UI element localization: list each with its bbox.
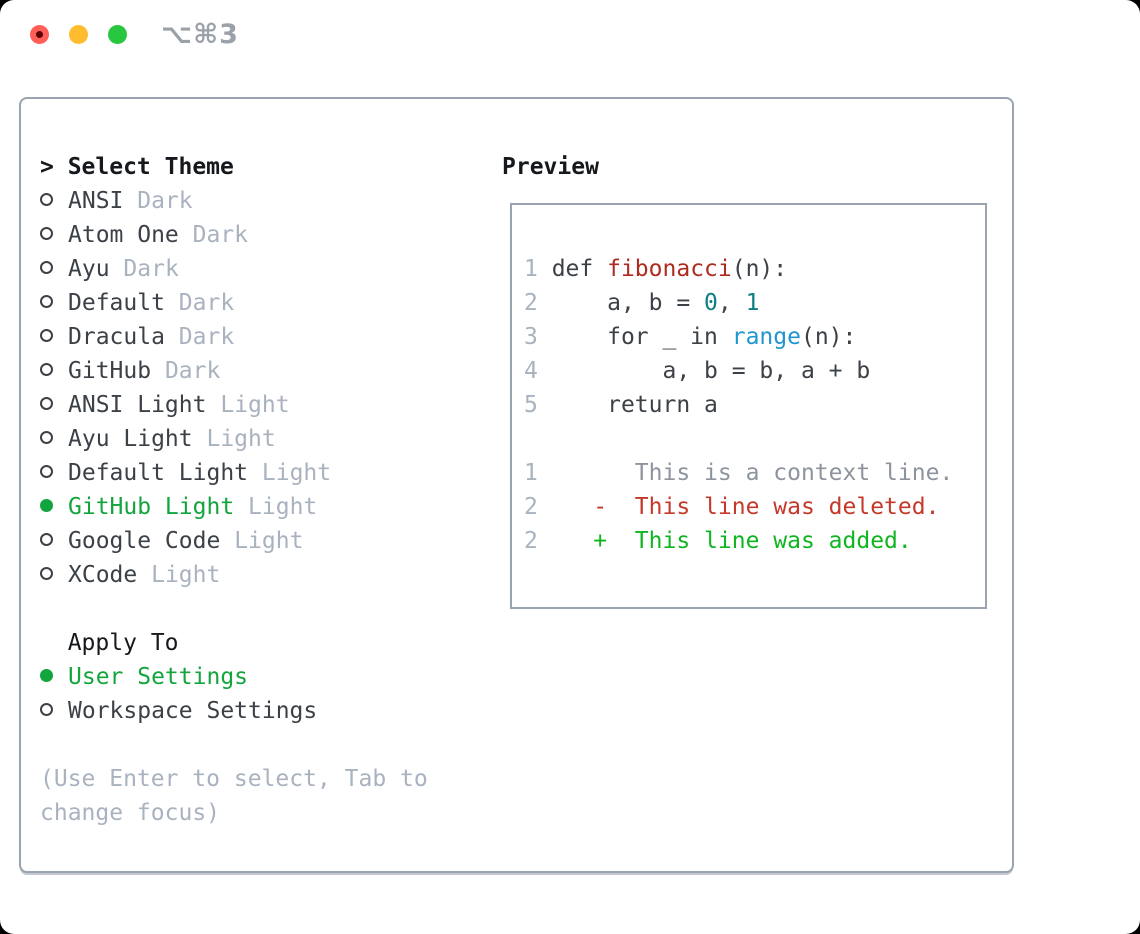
theme-name: GitHub <box>68 358 152 384</box>
radio-icon <box>40 363 53 376</box>
window-title: ⌥⌘3 <box>161 19 239 50</box>
theme-option[interactable]: Ayu Light Light <box>40 422 428 456</box>
apply-option-label: Workspace Settings <box>68 698 318 724</box>
theme-variant: Dark <box>178 290 235 316</box>
code-line: 2 a, b = 0, 1 <box>524 290 760 316</box>
apply-to-header: Apply To <box>40 630 179 656</box>
theme-option[interactable]: Ayu Dark <box>40 252 428 286</box>
theme-option[interactable]: Atom One Dark <box>40 218 428 252</box>
preview-box: 1 def fibonacci(n): 2 a, b = 0, 1 3 for _ … <box>510 203 987 609</box>
radio-icon <box>40 431 53 444</box>
code-line: 5 return a <box>524 392 718 418</box>
radio-icon <box>40 499 53 512</box>
theme-variant: Dark <box>123 256 179 282</box>
titlebar: ⌥⌘3 <box>0 0 1140 70</box>
code-line: 2 + This line was added. <box>524 528 912 554</box>
theme-variant: Light <box>248 494 318 520</box>
radio-icon <box>40 295 53 308</box>
radio-icon <box>40 533 53 546</box>
theme-option[interactable]: Dracula Dark <box>40 320 428 354</box>
theme-option[interactable]: GitHub Dark <box>40 354 428 388</box>
theme-variant: Light <box>151 562 221 588</box>
theme-name: ANSI Light <box>68 392 207 418</box>
radio-icon <box>40 193 53 206</box>
theme-name: Default <box>68 290 165 316</box>
theme-option[interactable]: ANSI Dark <box>40 184 428 218</box>
theme-option[interactable]: GitHub Light Light <box>40 490 428 524</box>
spacer-row <box>40 728 428 762</box>
theme-variant: Dark <box>164 358 221 384</box>
select-theme-header: > Select Theme <box>40 154 234 180</box>
theme-variant: Light <box>206 426 276 452</box>
code-line: 1 def fibonacci(n): <box>524 256 788 282</box>
theme-name: Dracula <box>68 324 165 350</box>
theme-name: GitHub Light <box>68 494 235 520</box>
theme-option[interactable]: Default Dark <box>40 286 428 320</box>
minimize-button[interactable] <box>69 25 88 44</box>
theme-variant: Light <box>234 528 304 554</box>
theme-option[interactable]: ANSI Light Light <box>40 388 428 422</box>
theme-name: Default Light <box>68 460 249 486</box>
theme-name: Google Code <box>68 528 221 554</box>
close-button[interactable] <box>30 25 49 44</box>
apply-option-label: User Settings <box>68 664 249 690</box>
radio-icon <box>40 227 53 240</box>
theme-name: XCode <box>68 562 138 588</box>
maximize-button[interactable] <box>108 25 127 44</box>
code-line: 1 This is a context line. <box>524 460 954 486</box>
preview-heading: Preview <box>502 154 599 180</box>
radio-icon <box>40 465 53 478</box>
hint-text: change focus) <box>40 800 221 826</box>
theme-variant: Light <box>261 460 332 486</box>
radio-icon <box>40 567 53 580</box>
radio-icon <box>40 669 53 682</box>
code-preview: 1 def fibonacci(n): 2 a, b = 0, 1 3 for _ … <box>512 205 985 558</box>
radio-icon <box>40 329 53 342</box>
theme-variant: Dark <box>178 324 235 350</box>
theme-option[interactable]: Google Code Light <box>40 524 428 558</box>
apply-option[interactable]: Workspace Settings <box>40 694 428 728</box>
theme-name: Ayu <box>68 256 110 282</box>
theme-variant: Light <box>220 392 290 418</box>
theme-name: Atom One <box>68 222 179 248</box>
radio-icon <box>40 261 53 274</box>
theme-variant: Dark <box>192 222 249 248</box>
radio-icon <box>40 397 53 410</box>
radio-icon <box>40 703 53 716</box>
spacer-row <box>40 592 428 626</box>
code-line: 3 for _ in range(n): <box>524 324 857 350</box>
theme-variant: Dark <box>137 188 193 214</box>
theme-option[interactable]: XCode Light <box>40 558 428 592</box>
close-dot-icon <box>36 31 43 38</box>
hint-text: (Use Enter to select, Tab to <box>40 766 428 792</box>
code-line: 4 a, b = b, a + b <box>524 358 871 384</box>
theme-name: ANSI <box>68 188 124 214</box>
code-line <box>524 422 985 456</box>
theme-name: Ayu Light <box>68 426 193 452</box>
theme-option[interactable]: Default Light Light <box>40 456 428 490</box>
apply-option[interactable]: User Settings <box>40 660 428 694</box>
code-line: 2 - This line was deleted. <box>524 494 940 520</box>
